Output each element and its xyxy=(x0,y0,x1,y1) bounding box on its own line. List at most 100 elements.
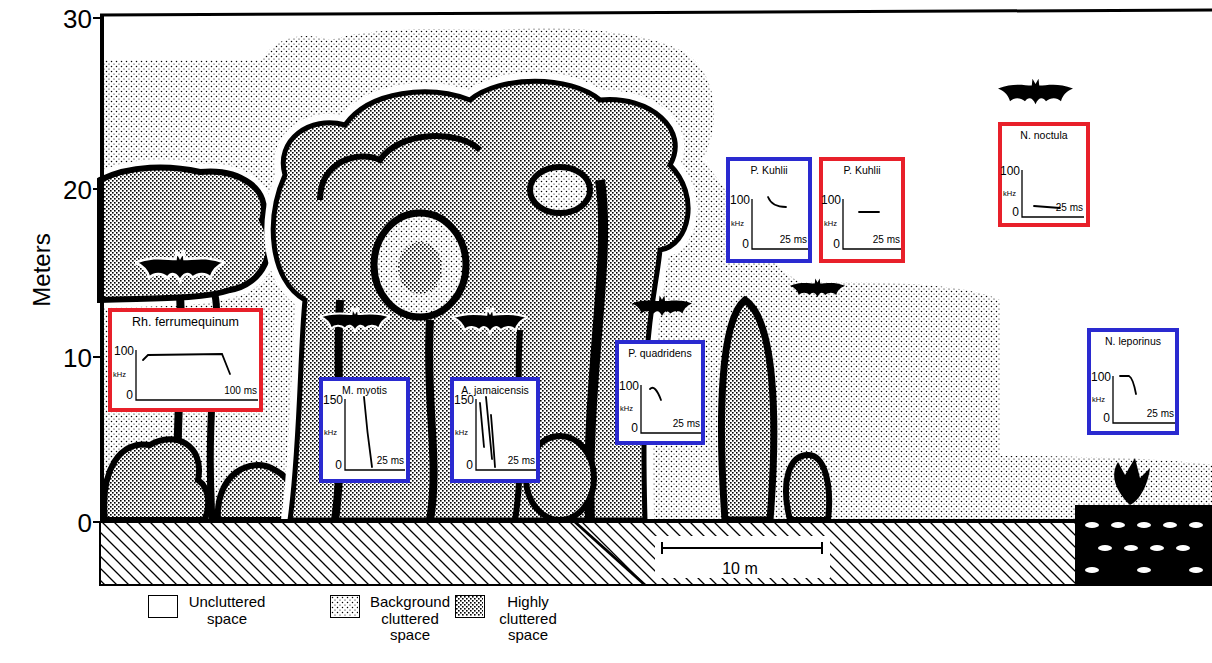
axis-tick-label: 10 xyxy=(30,343,92,373)
axis-unit: kHz xyxy=(113,371,126,379)
axis-unit: kHz xyxy=(731,220,744,228)
sonogram-box: P. Kuhlii 100 kHz 0 25 ms xyxy=(819,157,905,263)
water-plant xyxy=(1114,458,1150,505)
species-name: P. Kuhlii xyxy=(730,165,808,176)
bat-silhouette xyxy=(998,79,1073,105)
axis-tick-label: 150 xyxy=(454,394,474,406)
bat-silhouettes xyxy=(135,79,1073,334)
axis-tick-label: 0 xyxy=(833,238,840,250)
species-name: Rh. ferrumequinum xyxy=(112,316,259,329)
call-trace xyxy=(491,415,495,467)
time-scale-label: 25 ms xyxy=(1147,409,1174,419)
sonogram-box: M. myotis150kHz025 ms xyxy=(319,377,410,483)
legend-pattern xyxy=(331,596,358,616)
water xyxy=(1075,458,1212,585)
axis-tick-label: 100 xyxy=(619,380,639,392)
axis-tick-label: 100 xyxy=(730,194,750,206)
call-trace xyxy=(480,403,484,447)
bush xyxy=(786,455,829,520)
species-name: P. Kuhlii xyxy=(823,165,901,176)
ground xyxy=(100,522,1212,585)
bush xyxy=(104,439,208,520)
sonogram-axes xyxy=(345,399,405,470)
species-name: N. noctula xyxy=(1002,130,1086,141)
axis-tick-label: 150 xyxy=(323,394,343,406)
axis-tick-label: 30 xyxy=(30,4,92,34)
call-trace xyxy=(364,397,372,467)
legend-swatch xyxy=(148,595,178,618)
background-clutter-region xyxy=(100,28,1212,522)
central-tree xyxy=(273,81,688,520)
axis-tick-label: 0 xyxy=(126,389,133,401)
sonogram-box: Rh. ferrumequinum100kHz0100 ms xyxy=(108,308,263,412)
axis-tick-label: 20 xyxy=(30,175,92,205)
species-name: P. quadridens xyxy=(619,348,701,359)
call-trace xyxy=(143,354,230,374)
sonogram-axes xyxy=(843,199,901,249)
axis-title: Meters xyxy=(27,210,57,330)
axis-tick-label: 100 xyxy=(1091,371,1111,383)
sonogram-axes xyxy=(641,385,701,433)
axis-tick-label: 0 xyxy=(1103,412,1110,424)
sonogram-box: P. quadridens 100 kHz 0 25 ms xyxy=(615,340,705,445)
ground-boundary xyxy=(575,522,645,585)
sonogram-box: P. Kuhlii 100 kHz 0 25 ms xyxy=(726,157,812,263)
axis-tick-label: 0 xyxy=(30,508,92,538)
axis-tick-label: 0 xyxy=(631,422,638,434)
axis-unit: kHz xyxy=(620,405,633,413)
bat-silhouette xyxy=(453,308,528,334)
legend-text: Background cluttered space xyxy=(362,594,458,644)
water-body xyxy=(1075,505,1212,585)
tree-crown xyxy=(273,81,688,520)
bat-silhouette xyxy=(790,279,845,298)
axis-unit: kHz xyxy=(1003,190,1016,198)
axis-tick-label: 100 xyxy=(1000,165,1020,177)
sonogram-axes xyxy=(1113,376,1175,423)
time-scale-label: 25 ms xyxy=(1056,203,1083,213)
axis-unit: kHz xyxy=(324,429,337,437)
call-trace xyxy=(768,197,786,207)
bat-silhouette xyxy=(632,296,692,316)
sonogram-axes xyxy=(136,350,258,400)
tree-trunk xyxy=(429,320,434,520)
time-scale-label: 25 ms xyxy=(377,456,404,466)
tree-halo xyxy=(100,167,269,300)
ground-line xyxy=(100,519,1212,523)
call-trace xyxy=(650,388,661,400)
legend-text: Highly cluttered space xyxy=(488,594,568,644)
bat-silhouette xyxy=(320,308,390,332)
axis-tick-label: 0 xyxy=(742,238,749,250)
time-scale-label: 25 ms xyxy=(508,456,535,466)
crown-outline xyxy=(320,136,480,200)
tree-crown xyxy=(100,167,269,300)
sonogram-axes xyxy=(1022,170,1084,217)
scale-bar-label: 10 m xyxy=(710,554,770,584)
sonogram-axes xyxy=(476,399,536,470)
axis-unit: kHz xyxy=(824,220,837,228)
y-axis xyxy=(100,14,104,522)
crown-gap xyxy=(530,167,590,213)
axis-tick-label: 100 xyxy=(821,194,841,206)
legend-swatch xyxy=(330,595,360,618)
bat-silhouette xyxy=(135,251,225,282)
scale-bar xyxy=(662,542,822,554)
time-scale-label: 100 ms xyxy=(224,386,257,396)
call-trace xyxy=(859,211,879,213)
species-name: N. leporinus xyxy=(1091,336,1175,347)
time-scale-label: 25 ms xyxy=(780,235,807,245)
call-trace xyxy=(1120,376,1136,394)
sonogram-box: N. leporinus 100 kHz 0 25 ms xyxy=(1087,328,1179,435)
crown-core xyxy=(398,242,442,294)
time-scale-label: 25 ms xyxy=(873,235,900,245)
water-ripples xyxy=(1085,522,1203,573)
time-scale-label: 25 ms xyxy=(673,419,700,429)
axis-unit: kHz xyxy=(1092,396,1105,404)
sonogram-box: A. jamaicensis150kHz025 ms xyxy=(450,377,540,483)
tree-halo xyxy=(273,81,688,520)
axis-unit: kHz xyxy=(455,429,468,437)
axis-tick-label: 0 xyxy=(335,459,342,471)
axis-ticks xyxy=(93,18,102,522)
crown-gap xyxy=(374,213,466,317)
legend-text: Uncluttered space xyxy=(181,594,273,627)
narrow-tree xyxy=(722,300,774,520)
